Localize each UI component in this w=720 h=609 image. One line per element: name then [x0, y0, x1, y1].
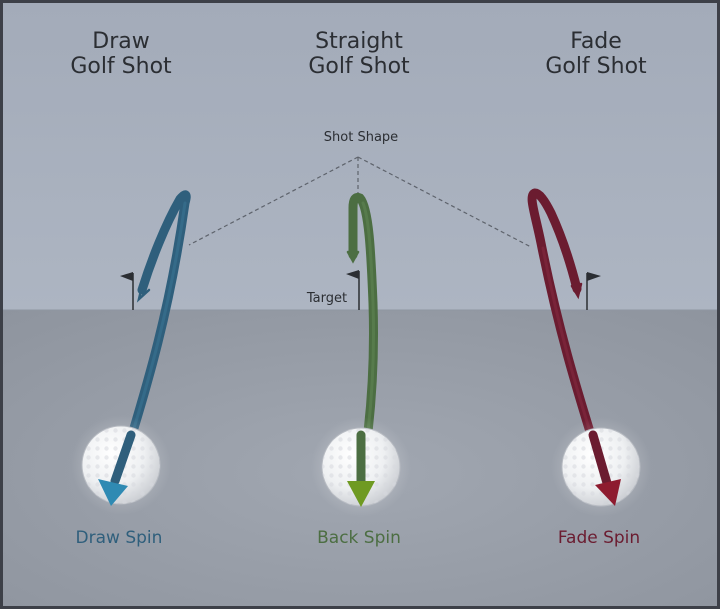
heading-line: Golf Shot	[308, 54, 410, 79]
fade-golf-ball	[551, 417, 651, 517]
heading-line: Golf Shot	[70, 54, 172, 79]
straight-golf-ball	[311, 417, 411, 517]
target-label: Target	[306, 291, 348, 306]
heading-line: Draw	[92, 29, 150, 54]
fade-golf-shot-heading: Fade Golf Shot	[496, 29, 696, 79]
golf-shot-diagram	[3, 3, 717, 606]
heading-line: Straight	[315, 29, 403, 54]
draw-spin-label: Draw Spin	[75, 528, 163, 548]
draw-golf-shot-heading: Draw Golf Shot	[21, 29, 221, 79]
sky-background	[3, 3, 717, 310]
back-spin-label: Back Spin	[317, 528, 401, 548]
flag-icon	[586, 272, 601, 310]
fade-spin-label: Fade Spin	[557, 528, 641, 548]
draw-golf-ball	[71, 415, 171, 515]
straight-golf-shot-heading: Straight Golf Shot	[259, 29, 459, 79]
flag-icon	[346, 270, 360, 310]
flag-icon	[120, 272, 134, 310]
shot-shape-guides	[188, 156, 532, 248]
heading-line: Golf Shot	[545, 54, 647, 79]
heading-line: Fade	[570, 29, 622, 54]
shot-shape-label: Shot Shape	[323, 130, 399, 145]
